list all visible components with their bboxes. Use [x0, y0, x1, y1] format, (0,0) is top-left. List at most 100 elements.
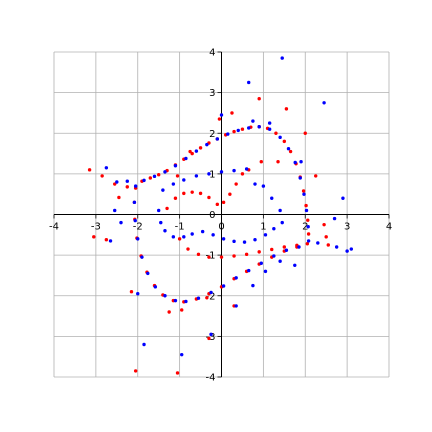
- data-point: [293, 263, 297, 267]
- data-point: [221, 284, 226, 288]
- data-point: [301, 189, 306, 193]
- data-point: [261, 184, 266, 188]
- data-point: [198, 146, 203, 150]
- data-point: [306, 232, 311, 236]
- data-point: [332, 216, 337, 221]
- y-tick-label: 4: [209, 48, 215, 59]
- data-point: [108, 239, 113, 243]
- data-point: [209, 290, 213, 295]
- data-point: [133, 369, 138, 373]
- data-point: [302, 192, 306, 196]
- data-point: [182, 191, 186, 196]
- data-point: [270, 196, 274, 200]
- data-point: [104, 237, 109, 242]
- y-tick-label: -4: [206, 373, 216, 384]
- data-point: [345, 249, 349, 253]
- data-point: [306, 224, 310, 229]
- x-tick-label: 2: [302, 222, 308, 233]
- data-point: [180, 352, 184, 357]
- data-point: [173, 298, 178, 303]
- y-tick-label: -2: [206, 291, 216, 302]
- data-point: [186, 247, 190, 251]
- data-point: [113, 182, 117, 186]
- data-point: [196, 296, 201, 300]
- data-point: [232, 168, 236, 173]
- data-point: [334, 245, 339, 249]
- data-point: [226, 132, 230, 136]
- data-point: [298, 176, 302, 180]
- data-point: [175, 174, 180, 178]
- data-point: [205, 142, 209, 147]
- data-point: [182, 235, 186, 239]
- data-point: [92, 235, 96, 239]
- data-point: [156, 208, 161, 213]
- data-point: [194, 149, 199, 153]
- data-point: [244, 167, 249, 171]
- data-point: [251, 283, 255, 288]
- axes: [53, 51, 390, 378]
- data-point: [163, 294, 167, 298]
- data-point: [190, 151, 194, 156]
- data-point: [136, 237, 140, 241]
- data-point: [87, 168, 92, 172]
- data-point: [234, 182, 238, 186]
- data-point: [167, 310, 171, 314]
- data-point: [259, 261, 263, 265]
- data-point: [272, 227, 276, 231]
- data-point: [173, 164, 178, 168]
- data-point: [314, 174, 318, 178]
- data-point: [129, 289, 134, 294]
- data-point: [282, 245, 287, 249]
- data-point: [117, 195, 121, 200]
- data-point: [219, 255, 224, 259]
- data-point: [247, 80, 251, 85]
- data-point: [305, 242, 310, 246]
- data-point: [297, 245, 301, 249]
- data-point: [217, 117, 222, 121]
- data-point: [322, 101, 326, 105]
- data-point: [221, 237, 226, 241]
- data-point: [324, 235, 328, 239]
- data-point: [159, 220, 163, 225]
- data-point: [263, 269, 268, 274]
- x-tick-label: 3: [344, 222, 350, 233]
- data-point: [232, 129, 236, 134]
- data-point: [257, 97, 261, 101]
- data-point: [236, 128, 240, 133]
- data-point: [278, 135, 282, 140]
- data-point: [316, 241, 320, 245]
- x-tick-label: 1: [260, 222, 266, 233]
- data-point: [207, 336, 211, 341]
- data-point: [278, 259, 282, 263]
- scatter-points: [87, 56, 354, 375]
- data-point: [280, 56, 284, 60]
- data-point: [207, 255, 211, 259]
- data-point: [209, 332, 213, 337]
- data-point: [207, 195, 211, 200]
- data-point: [115, 180, 119, 184]
- data-point: [211, 233, 215, 237]
- data-point: [146, 271, 150, 276]
- x-tick-label: -4: [49, 222, 59, 233]
- series-2: [104, 56, 354, 357]
- data-point: [306, 239, 311, 243]
- data-point: [247, 126, 251, 130]
- data-point: [142, 342, 146, 347]
- data-point: [280, 220, 284, 225]
- data-point: [125, 179, 129, 183]
- data-point: [270, 247, 274, 252]
- data-point: [200, 229, 205, 234]
- data-point: [228, 192, 232, 196]
- data-point: [219, 170, 224, 174]
- data-point: [136, 292, 140, 296]
- data-point: [177, 237, 182, 241]
- y-tick-label: -1: [206, 251, 216, 262]
- data-point: [253, 237, 257, 242]
- data-point: [253, 182, 257, 186]
- data-point: [304, 208, 309, 213]
- data-point: [184, 156, 188, 161]
- y-tick-label: -3: [206, 332, 216, 343]
- data-point: [219, 113, 224, 117]
